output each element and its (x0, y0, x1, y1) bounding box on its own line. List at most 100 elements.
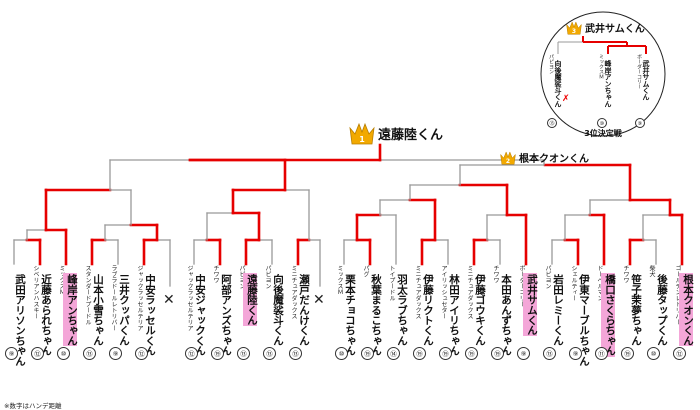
entrant-breed: チワワ (622, 265, 629, 283)
handicap-badge: ⑬ (543, 347, 556, 360)
entrant-name: 本田あんずちゃん (500, 274, 512, 356)
handicap-badge: ⑲ (621, 347, 634, 360)
entrant-name: 向後魔裟斗くん (554, 60, 562, 107)
handicap-badge: ⑩ (335, 347, 348, 360)
handicap-badge: ⑨ (5, 347, 18, 360)
entrant-breed: パピヨン (544, 265, 551, 289)
handicap-badge: ⑨ (517, 347, 530, 360)
entrant-name: 林田アイリちゃん (448, 274, 460, 356)
entrant-name: 近藤あられちゃん (40, 274, 52, 356)
entrant-name: 向後魔裟斗くん (272, 274, 284, 346)
champion-label: 1 遠藤陸くん (349, 121, 443, 145)
third-place-circle (540, 11, 666, 137)
entrant-breed: ミックスＭ (58, 265, 65, 295)
entrant-name: 遠藤陸くん (243, 273, 258, 327)
entrant-breed: パピヨン (264, 265, 271, 289)
entrant-breed: ジャックラッセルテリア (136, 265, 143, 331)
runner-up-name: 根本クオンくん (519, 154, 589, 165)
entrant-breed: ゴールデンレトリバー (674, 265, 681, 325)
entrant-name: 後藤タップくん (656, 274, 668, 346)
handicap-badge: ⑬ (237, 347, 250, 360)
third-place-ring (540, 11, 666, 137)
third-place-entrant: パピヨン向後魔裟斗くん ⑬ (546, 54, 566, 128)
entrant-name: 橋口さくらちゃん (601, 273, 616, 357)
entrant-name: 峰岸アンちゃん (604, 60, 612, 107)
handicap-badge: ⑬ (83, 347, 96, 360)
footnote: ※数字はハンデ距離 (4, 402, 62, 410)
entrant-breed: ラブラドールレトリバー (110, 265, 117, 331)
entrant-breed: ミックスＭ (598, 54, 604, 79)
entrant-breed: ミニチュアダックス (466, 265, 473, 319)
entrant-breed: パグ (362, 265, 369, 277)
third-place-rank: 3 (571, 28, 577, 35)
handicap-badge: ⑫ (135, 347, 148, 360)
entrant-breed: ボーダーコリー (518, 265, 525, 307)
entrant-breed: シェルティー (570, 265, 577, 301)
handicap-badge: ⑲ (491, 347, 504, 360)
entrant-breed: ミックスＭ (336, 265, 343, 295)
handicap-badge: ⑲ (439, 347, 452, 360)
handicap-badge: ⑩ (57, 347, 70, 360)
entrant-name: 中安ジャックくん (194, 274, 206, 356)
entrant-name: 阿部アンズちゃん (220, 274, 232, 356)
handicap-badge: ⑬ (263, 347, 276, 360)
trophy-icon: 2 (500, 150, 516, 165)
handicap-badge: ⑫ (31, 347, 44, 360)
entrant-name: 山本小雪ちゃん (92, 274, 104, 346)
handicap-badge: ⑬ (547, 118, 557, 128)
trophy-icon: 3 (566, 20, 582, 35)
entrant-breed: ミニチュアダックス (290, 265, 297, 319)
trophy-icon: 1 (349, 121, 375, 145)
runner-up-rank: 2 (505, 158, 511, 165)
entrant-breed: 柴犬 (648, 265, 655, 277)
entrant-breed: トイプードル (388, 265, 395, 301)
runner-up-label: 2 根本クオンくん (500, 150, 589, 165)
entrant-breed: ミニチュアダックス (414, 265, 421, 319)
handicap-badge: ⑩ (597, 118, 607, 128)
entrant-name: 中安ラッセルくん (144, 274, 156, 356)
bye-mark: ✕ (163, 292, 175, 308)
third-place-label: 3 武井サムくん (566, 20, 645, 35)
entrant-name: 笹子茉夢ちゃん (630, 274, 642, 346)
handicap-badge: ⑭ (387, 347, 400, 360)
entrant-name: 伊東マーブルちゃん (578, 274, 590, 366)
champion-rank: 1 (359, 135, 365, 144)
entrant-name: 栗本チョコちゃん (344, 274, 356, 356)
entrant-breed: パピヨン (548, 54, 554, 74)
handicap-badge: ⑲ (361, 347, 374, 360)
handicap-badge: ⑲ (413, 347, 426, 360)
entrant-name: 峰岸アンちゃん (63, 273, 78, 347)
entrant-name: 武田アリソンちゃん (14, 274, 26, 366)
handicap-badge: ⑫ (673, 347, 686, 360)
entrant-breed: シベリアンハスキー (32, 265, 39, 319)
handicap-badge: ⑪ (595, 347, 608, 360)
entrant-name: 瀬戸だんけくん (298, 274, 310, 346)
handicap-badge: ⑲ (465, 347, 478, 360)
